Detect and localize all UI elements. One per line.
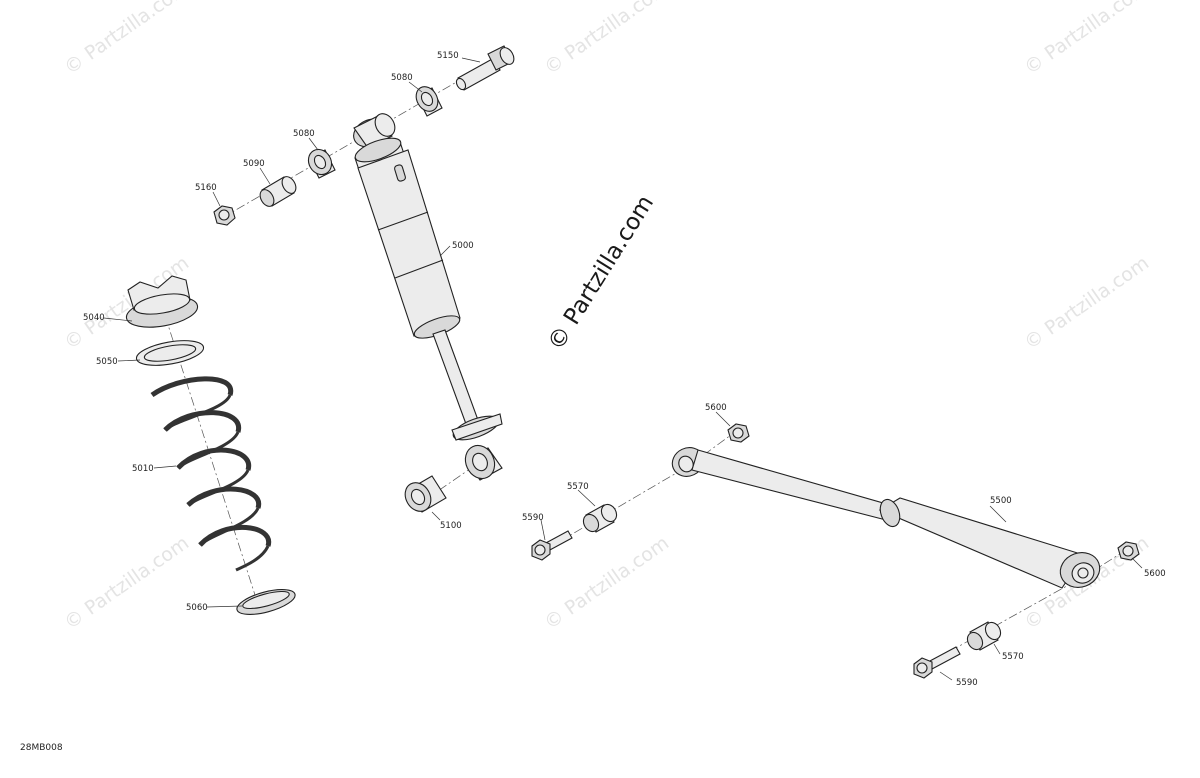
shock-absorber-5000 xyxy=(353,113,503,481)
washer-5050 xyxy=(135,340,205,366)
watermark-tile: © Partzilla.com xyxy=(60,532,193,634)
watermark-tile: © Partzilla.com xyxy=(540,532,673,634)
watermark-main: © Partzilla.com xyxy=(543,191,659,355)
callout-5150: 5150 xyxy=(437,51,459,61)
callout-labels: 5150 5080 5080 5090 5160 5000 5040 5050 … xyxy=(83,51,1166,688)
leader-lines xyxy=(103,57,1143,681)
nut-5600-upper xyxy=(727,423,750,443)
bolt-5590-upper xyxy=(531,530,573,561)
callout-5160: 5160 xyxy=(195,183,217,193)
bolt-5590-lower xyxy=(913,646,961,679)
watermark-tile: © Partzilla.com xyxy=(1020,0,1153,79)
spacer-5570-lower xyxy=(966,621,1002,651)
bushing-5080-lower xyxy=(307,148,336,179)
spacer-5090 xyxy=(259,176,297,207)
callout-5080-upper: 5080 xyxy=(391,73,413,83)
coil-spring-5010 xyxy=(150,376,272,572)
spacer-5570-upper xyxy=(582,503,618,533)
steering-damper-5500 xyxy=(671,447,1101,589)
callout-5000: 5000 xyxy=(452,241,474,251)
callout-5600-lower: 5600 xyxy=(1144,569,1166,579)
callout-5570-upper: 5570 xyxy=(567,482,589,492)
bolt-5150 xyxy=(455,45,515,91)
ring-5060 xyxy=(236,589,296,615)
callout-5050: 5050 xyxy=(96,357,118,367)
callout-5590-lower: 5590 xyxy=(956,678,978,688)
bushing-5080-upper xyxy=(415,86,443,117)
callout-5570-lower: 5570 xyxy=(1002,652,1024,662)
spring-retainer-5040 xyxy=(125,275,199,328)
callout-5090: 5090 xyxy=(243,159,265,169)
callout-5060: 5060 xyxy=(186,603,208,613)
callout-5590-upper: 5590 xyxy=(522,513,544,523)
watermark-tile: © Partzilla.com xyxy=(60,0,193,79)
bushing-5100 xyxy=(404,475,447,513)
callout-5500: 5500 xyxy=(990,496,1012,506)
watermark-tile: © Partzilla.com xyxy=(540,0,673,79)
watermark-tile: © Partzilla.com xyxy=(1020,252,1153,354)
assembly-axes xyxy=(159,79,1127,669)
nut-5600-lower xyxy=(1117,541,1140,561)
callout-5080-lower: 5080 xyxy=(293,129,315,139)
callout-5040: 5040 xyxy=(83,313,105,323)
nut-5160 xyxy=(213,205,236,226)
callout-5600-upper: 5600 xyxy=(705,403,727,413)
callout-5010: 5010 xyxy=(132,464,154,474)
diagram-reference-code: 28MB008 xyxy=(20,743,63,753)
callout-5100: 5100 xyxy=(440,521,462,531)
